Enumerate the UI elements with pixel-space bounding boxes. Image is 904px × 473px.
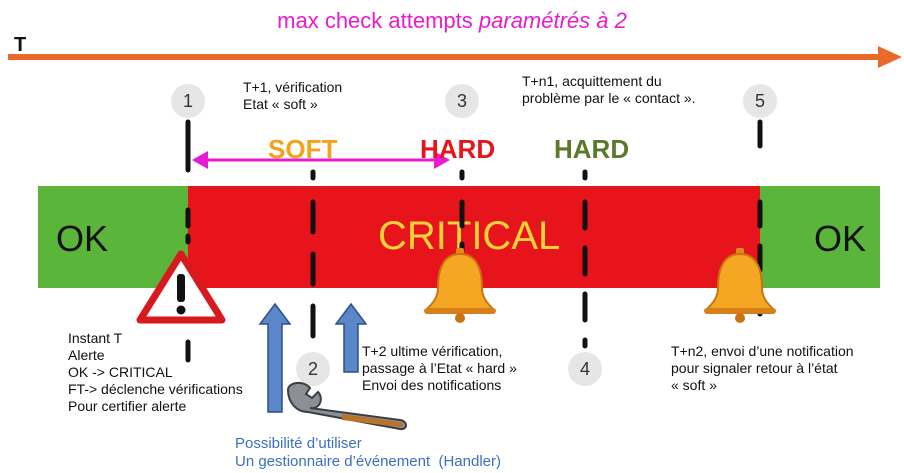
title-prefix: max check attempts (277, 8, 479, 33)
up-arrow-icon (258, 302, 292, 413)
axis-label: T (14, 34, 27, 56)
bell-icon (703, 248, 777, 323)
ok-band-left (38, 186, 188, 288)
step-circle-3: 3 (445, 84, 479, 118)
step-circle-1: 1 (171, 84, 205, 118)
note-step2-bottom: T+2 ultime vérification, passage à l’Eta… (362, 343, 517, 393)
ok-left-label: OK (56, 218, 109, 259)
vertical-markers (185, 119, 763, 363)
up-arrow-icon (334, 302, 368, 373)
note-instant: Instant T Alerte OK -> CRITICAL FT-> déc… (68, 330, 243, 414)
state-soft: SOFT (268, 134, 338, 164)
soft-double-arrow (192, 151, 450, 169)
title-italic: paramétrés à 2 (478, 8, 627, 33)
handler-note: Possibilité d’utiliser Un gestionnaire d… (235, 435, 501, 470)
note-step1-top: T+1, vérification Etat « soft » (243, 79, 343, 112)
step-circle-4: 4 (568, 352, 602, 386)
state-hard-2: HARD (554, 134, 630, 164)
warning-icon (136, 250, 226, 324)
wrench-icon (286, 382, 407, 431)
note-step4-bottom: T+n2, envoi d’une notification pour sign… (671, 343, 854, 393)
state-hard-1: HARD (420, 134, 496, 164)
diagram-title: max check attempts paramétrés à 2 (0, 8, 904, 34)
step-circle-5: 5 (743, 84, 777, 118)
bell-icon (423, 248, 497, 323)
critical-label: CRITICAL (378, 214, 561, 258)
ok-right-label: OK (814, 218, 867, 259)
note-step3-top: T+n1, acquittement du problème par le « … (522, 73, 696, 106)
ok-band-right (760, 186, 880, 288)
timeline-arrow (8, 46, 902, 68)
step-circle-2: 2 (296, 352, 330, 386)
